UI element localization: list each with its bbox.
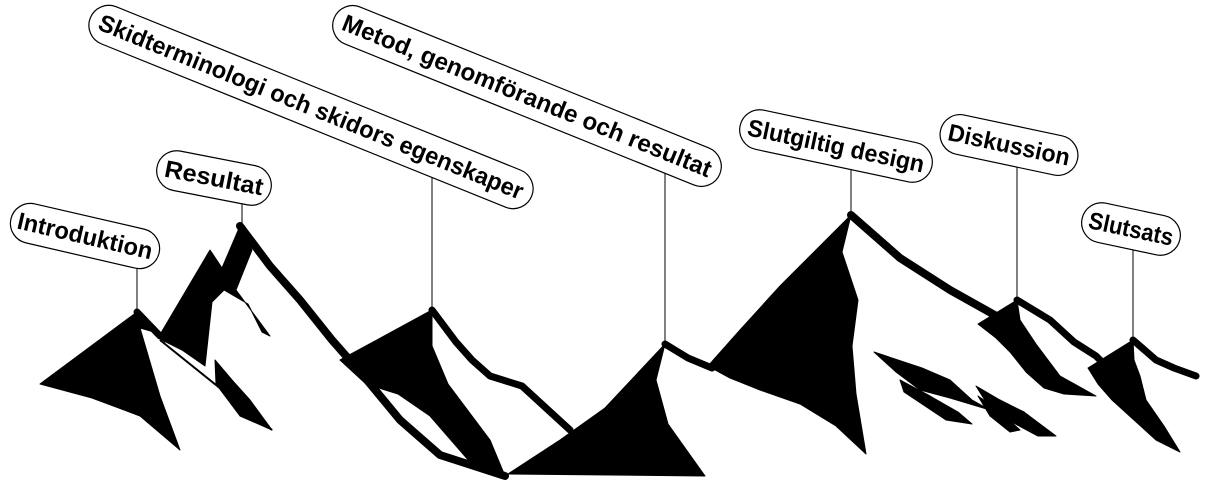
label-pill (739, 109, 933, 183)
label-pill (9, 202, 161, 270)
mountain-slutgiltig (707, 211, 1057, 455)
label-pill (88, 4, 534, 210)
label-slutsats: Slutsats (1081, 202, 1181, 256)
label-resultat: Resultat (156, 150, 272, 206)
label-skidterminologi: Skidterminologi och skidors egenskaper (88, 4, 534, 210)
mountain-slutsats (1087, 336, 1200, 453)
mountain-introduktion (39, 308, 273, 451)
label-pill (332, 4, 722, 188)
label-text-slutgiltig: Slutgiltig design (745, 115, 927, 179)
mountain-skidterminologi (339, 306, 574, 477)
label-diskussion: Diskussion (939, 114, 1079, 176)
mountain-metod (507, 340, 716, 477)
label-pill (1081, 202, 1181, 256)
label-slutgiltig: Slutgiltig design (739, 109, 933, 183)
label-pill (939, 114, 1079, 176)
label-metod: Metod, genomförande och resultat (332, 4, 722, 188)
leader-lines (136, 163, 1134, 342)
mountains (39, 211, 1200, 480)
label-pill (156, 150, 272, 206)
label-introduktion: Introduktion (9, 202, 161, 270)
